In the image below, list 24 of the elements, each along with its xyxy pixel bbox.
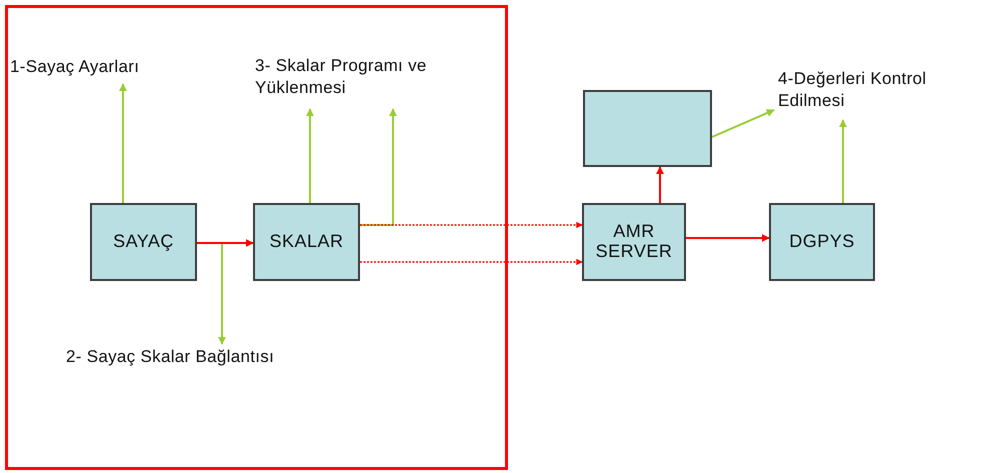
- arrow: [656, 166, 664, 203]
- box-label: SKALAR: [269, 232, 344, 252]
- arrow: [360, 258, 583, 266]
- process-box: [583, 90, 712, 167]
- box-label: AMR SERVER: [594, 222, 674, 262]
- arrow: [306, 108, 314, 203]
- box-label: SAYAÇ: [113, 232, 174, 252]
- arrow: [360, 108, 397, 226]
- step-label: 4-Değerleri Kontrol Edilmesi: [778, 68, 983, 118]
- process-box: [582, 203, 686, 281]
- step-label: 3- Skalar Programı ve Yüklenmesi: [255, 55, 455, 107]
- process-box: [769, 203, 875, 281]
- arrow: [197, 239, 254, 247]
- arrow: [839, 119, 847, 203]
- arrow: [686, 234, 770, 242]
- step-label: 1-Sayaç Ayarları: [10, 56, 210, 82]
- arrow: [119, 83, 127, 203]
- arrow: [360, 222, 583, 228]
- box-label: DGPYS: [789, 232, 855, 252]
- process-box: [90, 203, 197, 281]
- step-label: 2- Sayaç Skalar Bağlantısı: [66, 346, 378, 374]
- arrow: [712, 109, 775, 138]
- group-frame: [5, 5, 508, 470]
- process-box: [253, 203, 360, 281]
